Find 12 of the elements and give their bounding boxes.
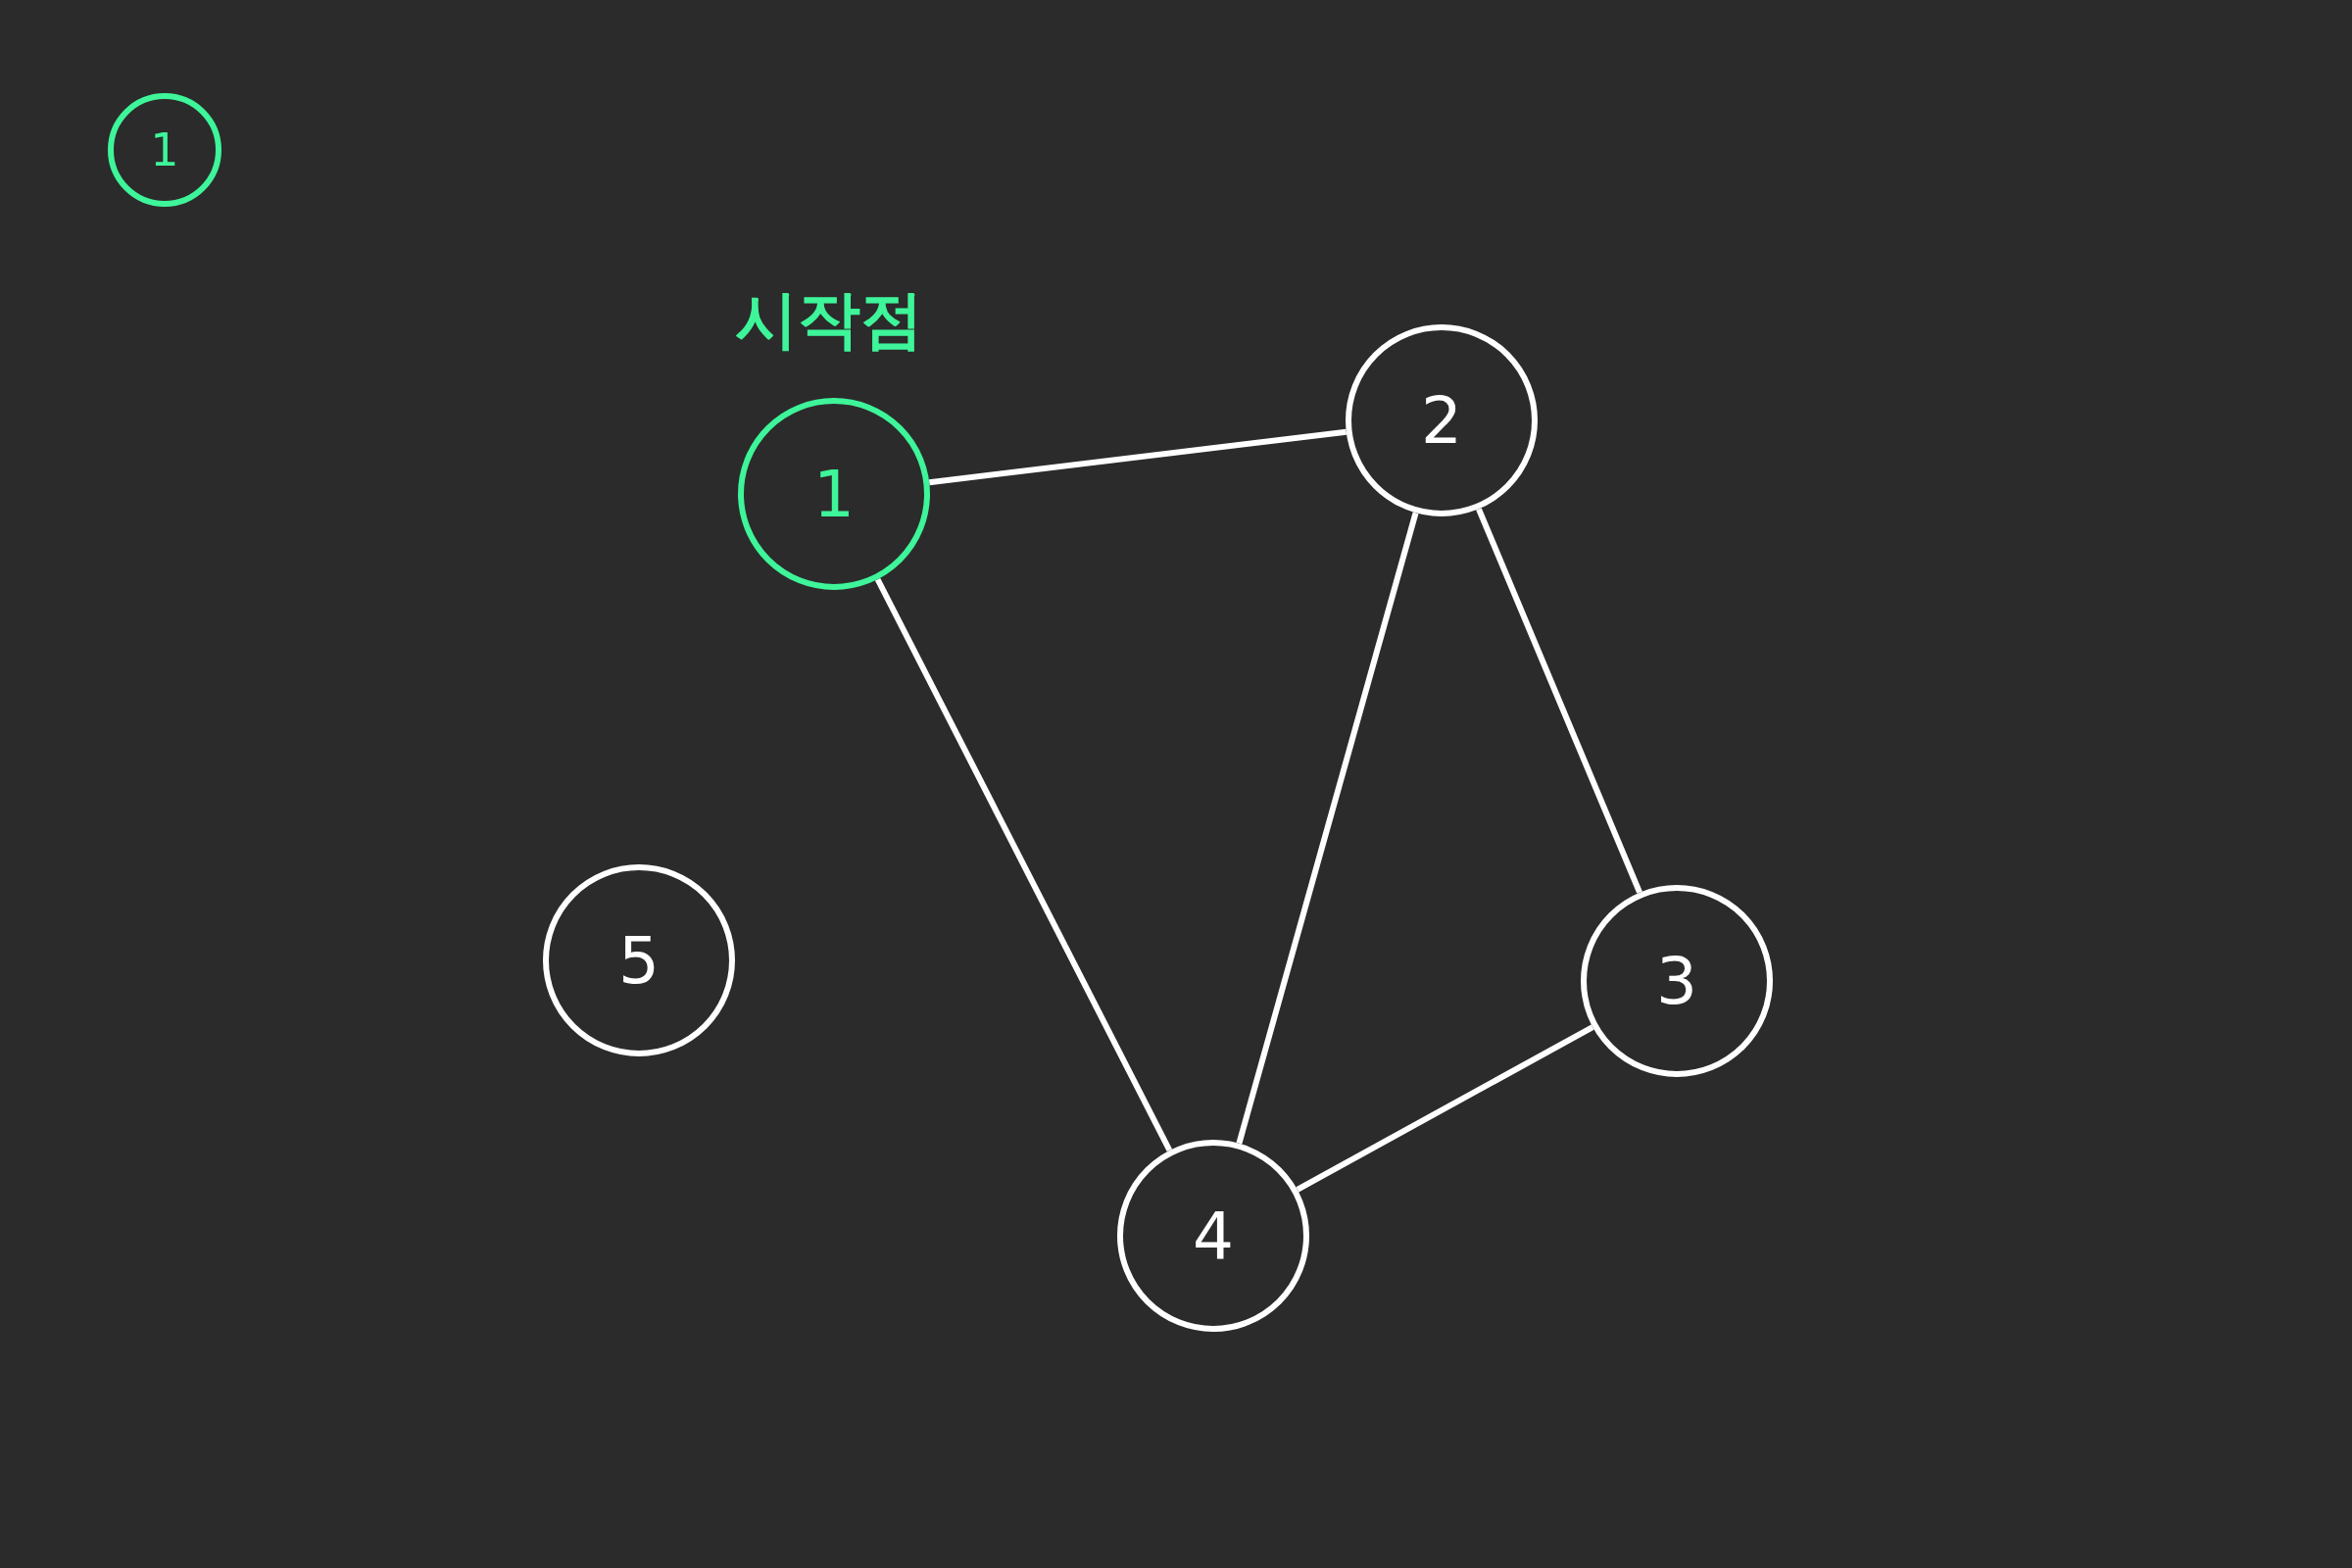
vertex-circle: 1 [738, 398, 930, 590]
vertex-circle: 2 [1346, 324, 1538, 516]
edge-line [1296, 1024, 1594, 1193]
step-badge: 1 [108, 93, 221, 207]
start-label: 시작점 [735, 282, 923, 357]
edge-line [1236, 512, 1419, 1145]
edge-line [1476, 508, 1642, 894]
edge-line [928, 428, 1348, 486]
vertex-circle: 3 [1581, 885, 1773, 1077]
edge-line [874, 577, 1173, 1152]
vertex-circle: 5 [543, 864, 735, 1056]
vertex-circle: 4 [1117, 1140, 1309, 1332]
